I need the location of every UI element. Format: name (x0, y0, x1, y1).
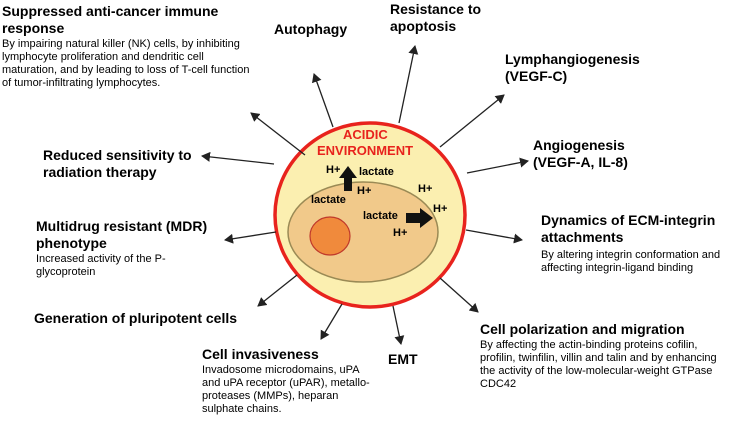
acidic-title-line1: ACIDIC (343, 127, 388, 142)
mdr-desc: Increased activity of the P-glycoprotein (36, 253, 166, 278)
apoptosis-title: Resistance to apoptosis (390, 1, 482, 34)
arrow-angio (466, 157, 529, 174)
apoptosis-label: Resistance to apoptosis (390, 1, 490, 35)
proton-label: H+ (357, 185, 372, 197)
immune-title: Suppressed anti-cancer immune response (2, 3, 219, 36)
arrow-emt (392, 305, 405, 345)
mdr-label: Multidrug resistant (MDR) phenotype Incr… (36, 218, 221, 279)
arrow-mdr (224, 231, 277, 244)
angiogenesis-title: Angiogenesis (VEGF-A, IL-8) (533, 137, 628, 170)
immune-response-label: Suppressed anti-cancer immune response B… (2, 3, 252, 90)
acidic-title-line2: ENVIRONMENT (317, 143, 414, 158)
lymphangiogenesis-title: Lymphangiogenesis (VEGF-C) (505, 51, 640, 84)
invasiveness-label: Cell invasiveness Invadosome microdomain… (202, 346, 374, 416)
proton-label: H+ (326, 164, 341, 176)
ecm-integrin-desc: By altering integrin conformation and af… (541, 249, 721, 274)
radiation-label: Reduced sensitivity to radiation therapy (43, 147, 203, 181)
arrow-lymph (439, 94, 505, 148)
arrow-autophagy (311, 73, 334, 128)
lactate-label: lactate (311, 194, 346, 206)
pluripotent-title: Generation of pluripotent cells (34, 310, 238, 326)
lymphangiogenesis-label: Lymphangiogenesis (VEGF-C) (505, 51, 640, 85)
proton-arrow-right (406, 208, 433, 228)
proton-label: H+ (393, 227, 408, 239)
invasiveness-desc: Invadosome microdomains, uPA and uPA rec… (202, 364, 370, 415)
polarization-title: Cell polarization and migration (480, 321, 685, 337)
polarization-desc: By affecting the actin-binding proteins … (480, 339, 717, 390)
pluripotent-label: Generation of pluripotent cells (34, 310, 237, 327)
emt-title: EMT (388, 351, 418, 367)
autophagy-title: Autophagy (274, 21, 348, 37)
lactate-label: lactate (359, 166, 394, 178)
arrow-immune (250, 112, 306, 156)
angiogenesis-label: Angiogenesis (VEGF-A, IL-8) (533, 137, 643, 171)
tumor-cell (287, 181, 439, 283)
arrow-ecm (465, 229, 523, 244)
ecm-integrin-label: Dynamics of ECM-integrin attachments By … (541, 212, 731, 275)
proton-arrow-up (339, 166, 357, 191)
autophagy-label: Autophagy (274, 21, 347, 38)
arrow-invasive (320, 303, 343, 340)
arrow-radio (201, 151, 275, 165)
arrow-apoptosis (398, 45, 419, 124)
invasiveness-title: Cell invasiveness (202, 346, 319, 362)
ecm-integrin-title: Dynamics of ECM-integrin attachments (541, 212, 716, 245)
arrow-polar (439, 277, 479, 313)
immune-desc: By impairing natural killer (NK) cells, … (2, 38, 250, 89)
radiation-title: Reduced sensitivity to radiation therapy (43, 147, 192, 180)
arrow-pluri (257, 274, 298, 307)
emt-label: EMT (388, 351, 418, 368)
proton-label: H+ (433, 203, 448, 215)
polarization-label: Cell polarization and migration By affec… (480, 321, 730, 391)
proton-label: H+ (418, 183, 433, 195)
nucleus (309, 216, 351, 256)
mdr-title: Multidrug resistant (MDR) phenotype (36, 218, 208, 251)
lactate-label: lactate (363, 210, 398, 222)
